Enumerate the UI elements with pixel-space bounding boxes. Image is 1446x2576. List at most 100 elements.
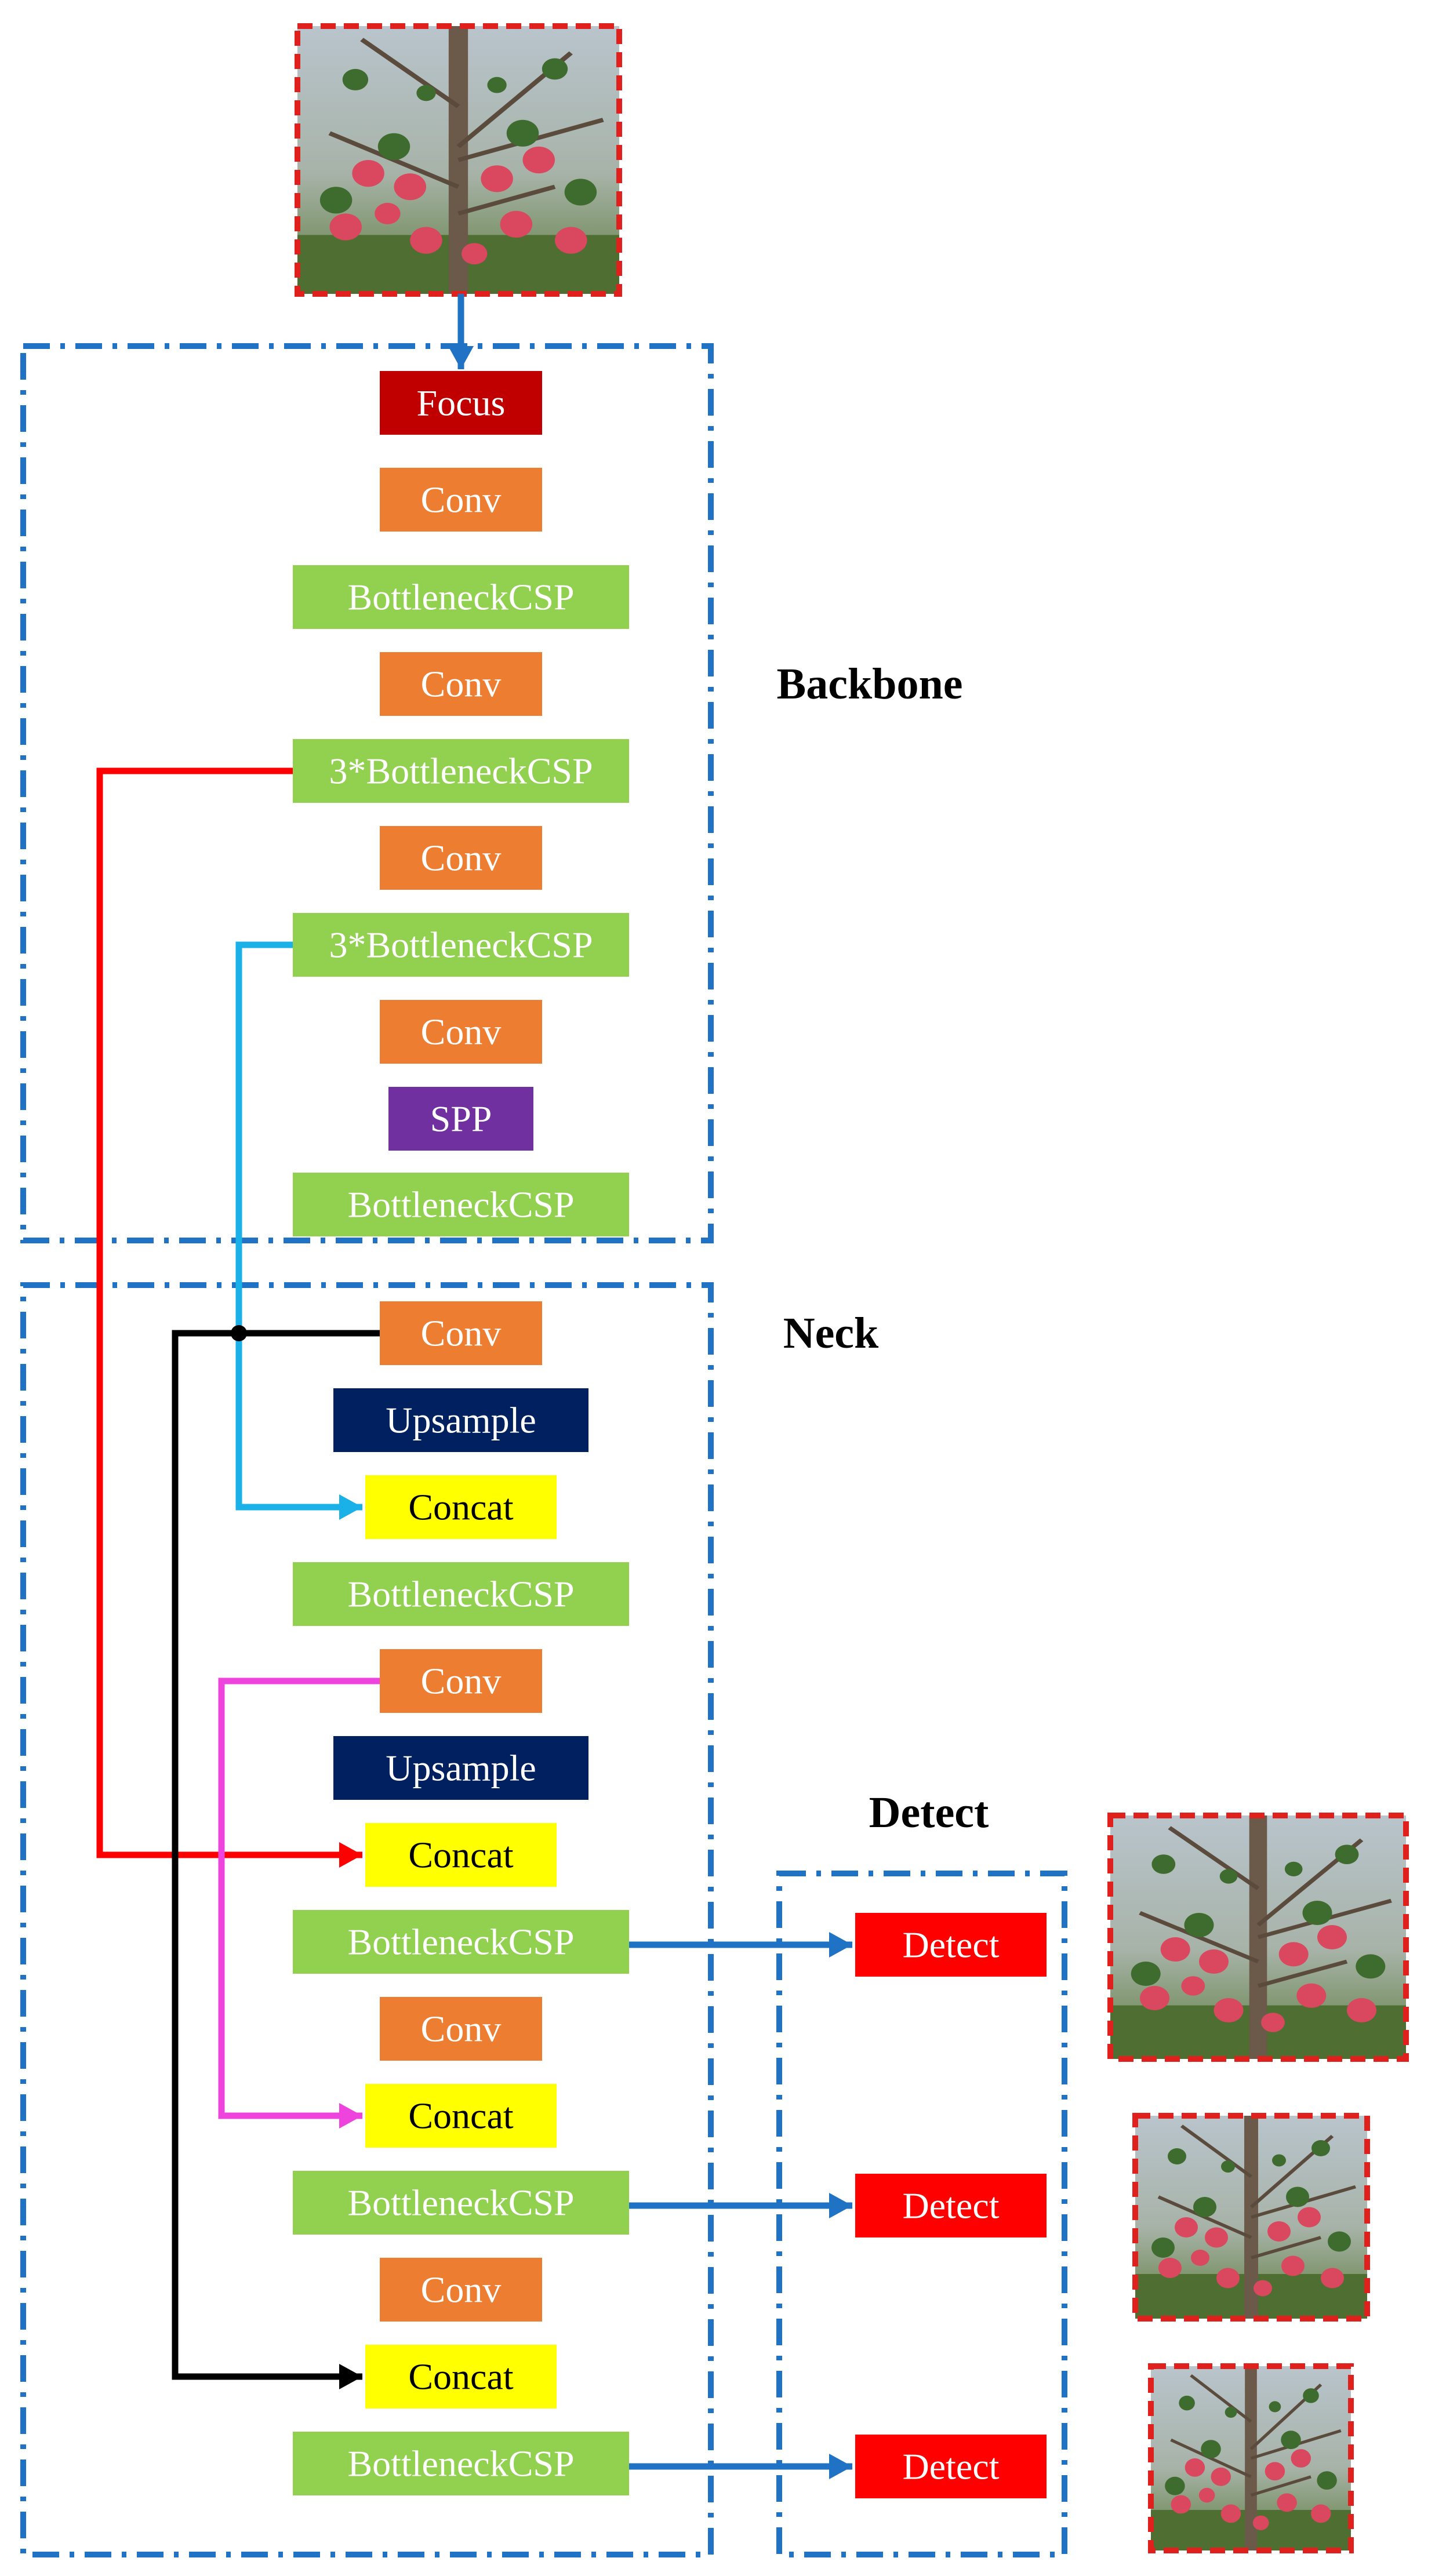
output-image-large [1107, 1813, 1409, 2062]
neck-block-3-label: BottleneckCSP [347, 1574, 574, 1615]
backbone-block-9-label: BottleneckCSP [347, 1184, 574, 1225]
neck-block-12-concat: Concat [365, 2345, 557, 2408]
backbone-block-7-label: Conv [421, 1012, 502, 1053]
backbone-block-1-label: Conv [421, 479, 502, 521]
arrow-black-skip [172, 1330, 380, 2380]
detect-block-2-box [855, 2435, 1047, 2498]
backbone-block-0-focus: Focus [380, 371, 542, 435]
connectors [96, 294, 852, 2479]
arrow-magenta-skip [218, 1678, 380, 2119]
detect-block-0-detect: Detect [855, 1913, 1047, 1977]
detect-block-2-detect: Detect [855, 2435, 1047, 2498]
neck-block-1-label: Upsample [386, 1400, 536, 1441]
arrow-magenta-skip-arrowhead [339, 2103, 362, 2129]
backbone-block-5-conv: Conv [380, 826, 542, 890]
neck-block-13-box [293, 2432, 629, 2495]
neck-block-3-box [293, 1562, 629, 1626]
neck-block-9-box [365, 2084, 557, 2148]
detect-title: Detect [869, 1788, 989, 1837]
arrow-black-skip-arrowhead [339, 2364, 362, 2389]
neck-block-5-label: Upsample [386, 1748, 536, 1789]
neck-block-10-box [293, 2171, 629, 2235]
output-image-medium [1132, 2113, 1370, 2322]
neck-block-9-label: Concat [408, 2095, 514, 2137]
neck-block-11-conv: Conv [380, 2258, 542, 2322]
neck-block-12-label: Concat [408, 2356, 514, 2397]
neck-block-0-label: Conv [421, 1313, 502, 1354]
neck-frame [20, 1282, 714, 2557]
arrow-csp-to-detect-3-arrowhead [829, 2454, 852, 2479]
backbone-block-6-label: 3*BottleneckCSP [329, 925, 593, 966]
neck-block-6-box [365, 1823, 557, 1887]
arrow-red-skip-arrowhead [339, 1842, 362, 1868]
detect-block-1-detect: Detect [855, 2174, 1047, 2237]
backbone-block-4-label: 3*BottleneckCSP [329, 751, 593, 792]
neck-block-7-box [293, 1910, 629, 1974]
backbone-block-2-box [293, 565, 629, 629]
neck-block-7-label: BottleneckCSP [347, 1922, 574, 1963]
arrow-red-skip [96, 767, 362, 1858]
neck-block-11-label: Conv [421, 2269, 502, 2311]
detect-block-1-label: Detect [903, 2185, 1000, 2226]
neck-block-7-csp: BottleneckCSP [293, 1910, 629, 1974]
backbone-block-5-box [380, 826, 542, 890]
arrow-csp-to-detect-1-arrowhead [829, 1932, 852, 1958]
neck-block-1-box [333, 1388, 588, 1452]
backbone-frame [20, 343, 714, 1243]
backbone-block-7-conv: Conv [380, 1000, 542, 1064]
neck-block-12-box [365, 2345, 557, 2408]
backbone-block-1-conv: Conv [380, 468, 542, 532]
backbone-block-3-label: Conv [421, 664, 502, 705]
detect-block-0-box [855, 1913, 1047, 1977]
neck-block-2-concat: Concat [365, 1475, 557, 1539]
detect-block-2-label: Detect [903, 2446, 1000, 2487]
backbone-title: Backbone [777, 660, 963, 708]
neck-block-11-box [380, 2258, 542, 2322]
neck-block-0-box [380, 1301, 542, 1365]
black-junction-dot [231, 1325, 247, 1341]
backbone-block-2-csp: BottleneckCSP [293, 565, 629, 629]
backbone-block-4-csp: 3*BottleneckCSP [293, 739, 629, 803]
neck-block-6-label: Concat [408, 1835, 514, 1876]
backbone-block-0-label: Focus [417, 383, 506, 424]
neck-block-8-conv: Conv [380, 1997, 542, 2061]
neck-block-1-upsample: Upsample [333, 1388, 588, 1452]
output-image-small [1148, 2363, 1354, 2553]
neck-block-8-box [380, 1997, 542, 2061]
backbone-block-8-spp: SPP [388, 1087, 533, 1151]
neck-block-0-conv: Conv [380, 1301, 542, 1365]
backbone-block-6-box [293, 913, 629, 977]
detect-block-0-label: Detect [903, 1924, 1000, 1966]
backbone-block-8-label: SPP [430, 1098, 492, 1140]
neck-block-9-concat: Concat [365, 2084, 557, 2148]
backbone-block-2-label: BottleneckCSP [347, 577, 574, 618]
neck-block-3-csp: BottleneckCSP [293, 1562, 629, 1626]
neck-block-13-label: BottleneckCSP [347, 2443, 574, 2484]
arrow-csp-to-detect-2-arrowhead [829, 2193, 852, 2218]
backbone-block-4-box [293, 739, 629, 803]
neck-block-8-label: Conv [421, 2009, 502, 2050]
neck-block-4-box [380, 1649, 542, 1713]
neck-block-10-csp: BottleneckCSP [293, 2171, 629, 2235]
backbone-block-9-box [293, 1173, 629, 1236]
detect-block-1-box [855, 2174, 1047, 2237]
neck-block-6-concat: Concat [365, 1823, 557, 1887]
neck-block-2-box [365, 1475, 557, 1539]
arrow-cyan-skip [235, 941, 362, 1511]
neck-block-2-label: Concat [408, 1487, 514, 1528]
backbone-block-9-csp: BottleneckCSP [293, 1173, 629, 1236]
backbone-block-8-box [388, 1087, 533, 1151]
backbone-block-1-box [380, 468, 542, 532]
neck-block-13-csp: BottleneckCSP [293, 2432, 629, 2495]
arrow-input-to-focus-arrowhead [448, 346, 474, 369]
arrow-cyan-skip-arrowhead [339, 1494, 362, 1520]
neck-block-5-box [333, 1736, 588, 1800]
neck-block-4-label: Conv [421, 1661, 502, 1702]
backbone-block-7-box [380, 1000, 542, 1064]
backbone-block-3-box [380, 652, 542, 716]
neck-title: Neck [783, 1309, 879, 1358]
backbone-block-6-csp: 3*BottleneckCSP [293, 913, 629, 977]
neck-block-10-label: BottleneckCSP [347, 2182, 574, 2224]
neck-block-4-conv: Conv [380, 1649, 542, 1713]
